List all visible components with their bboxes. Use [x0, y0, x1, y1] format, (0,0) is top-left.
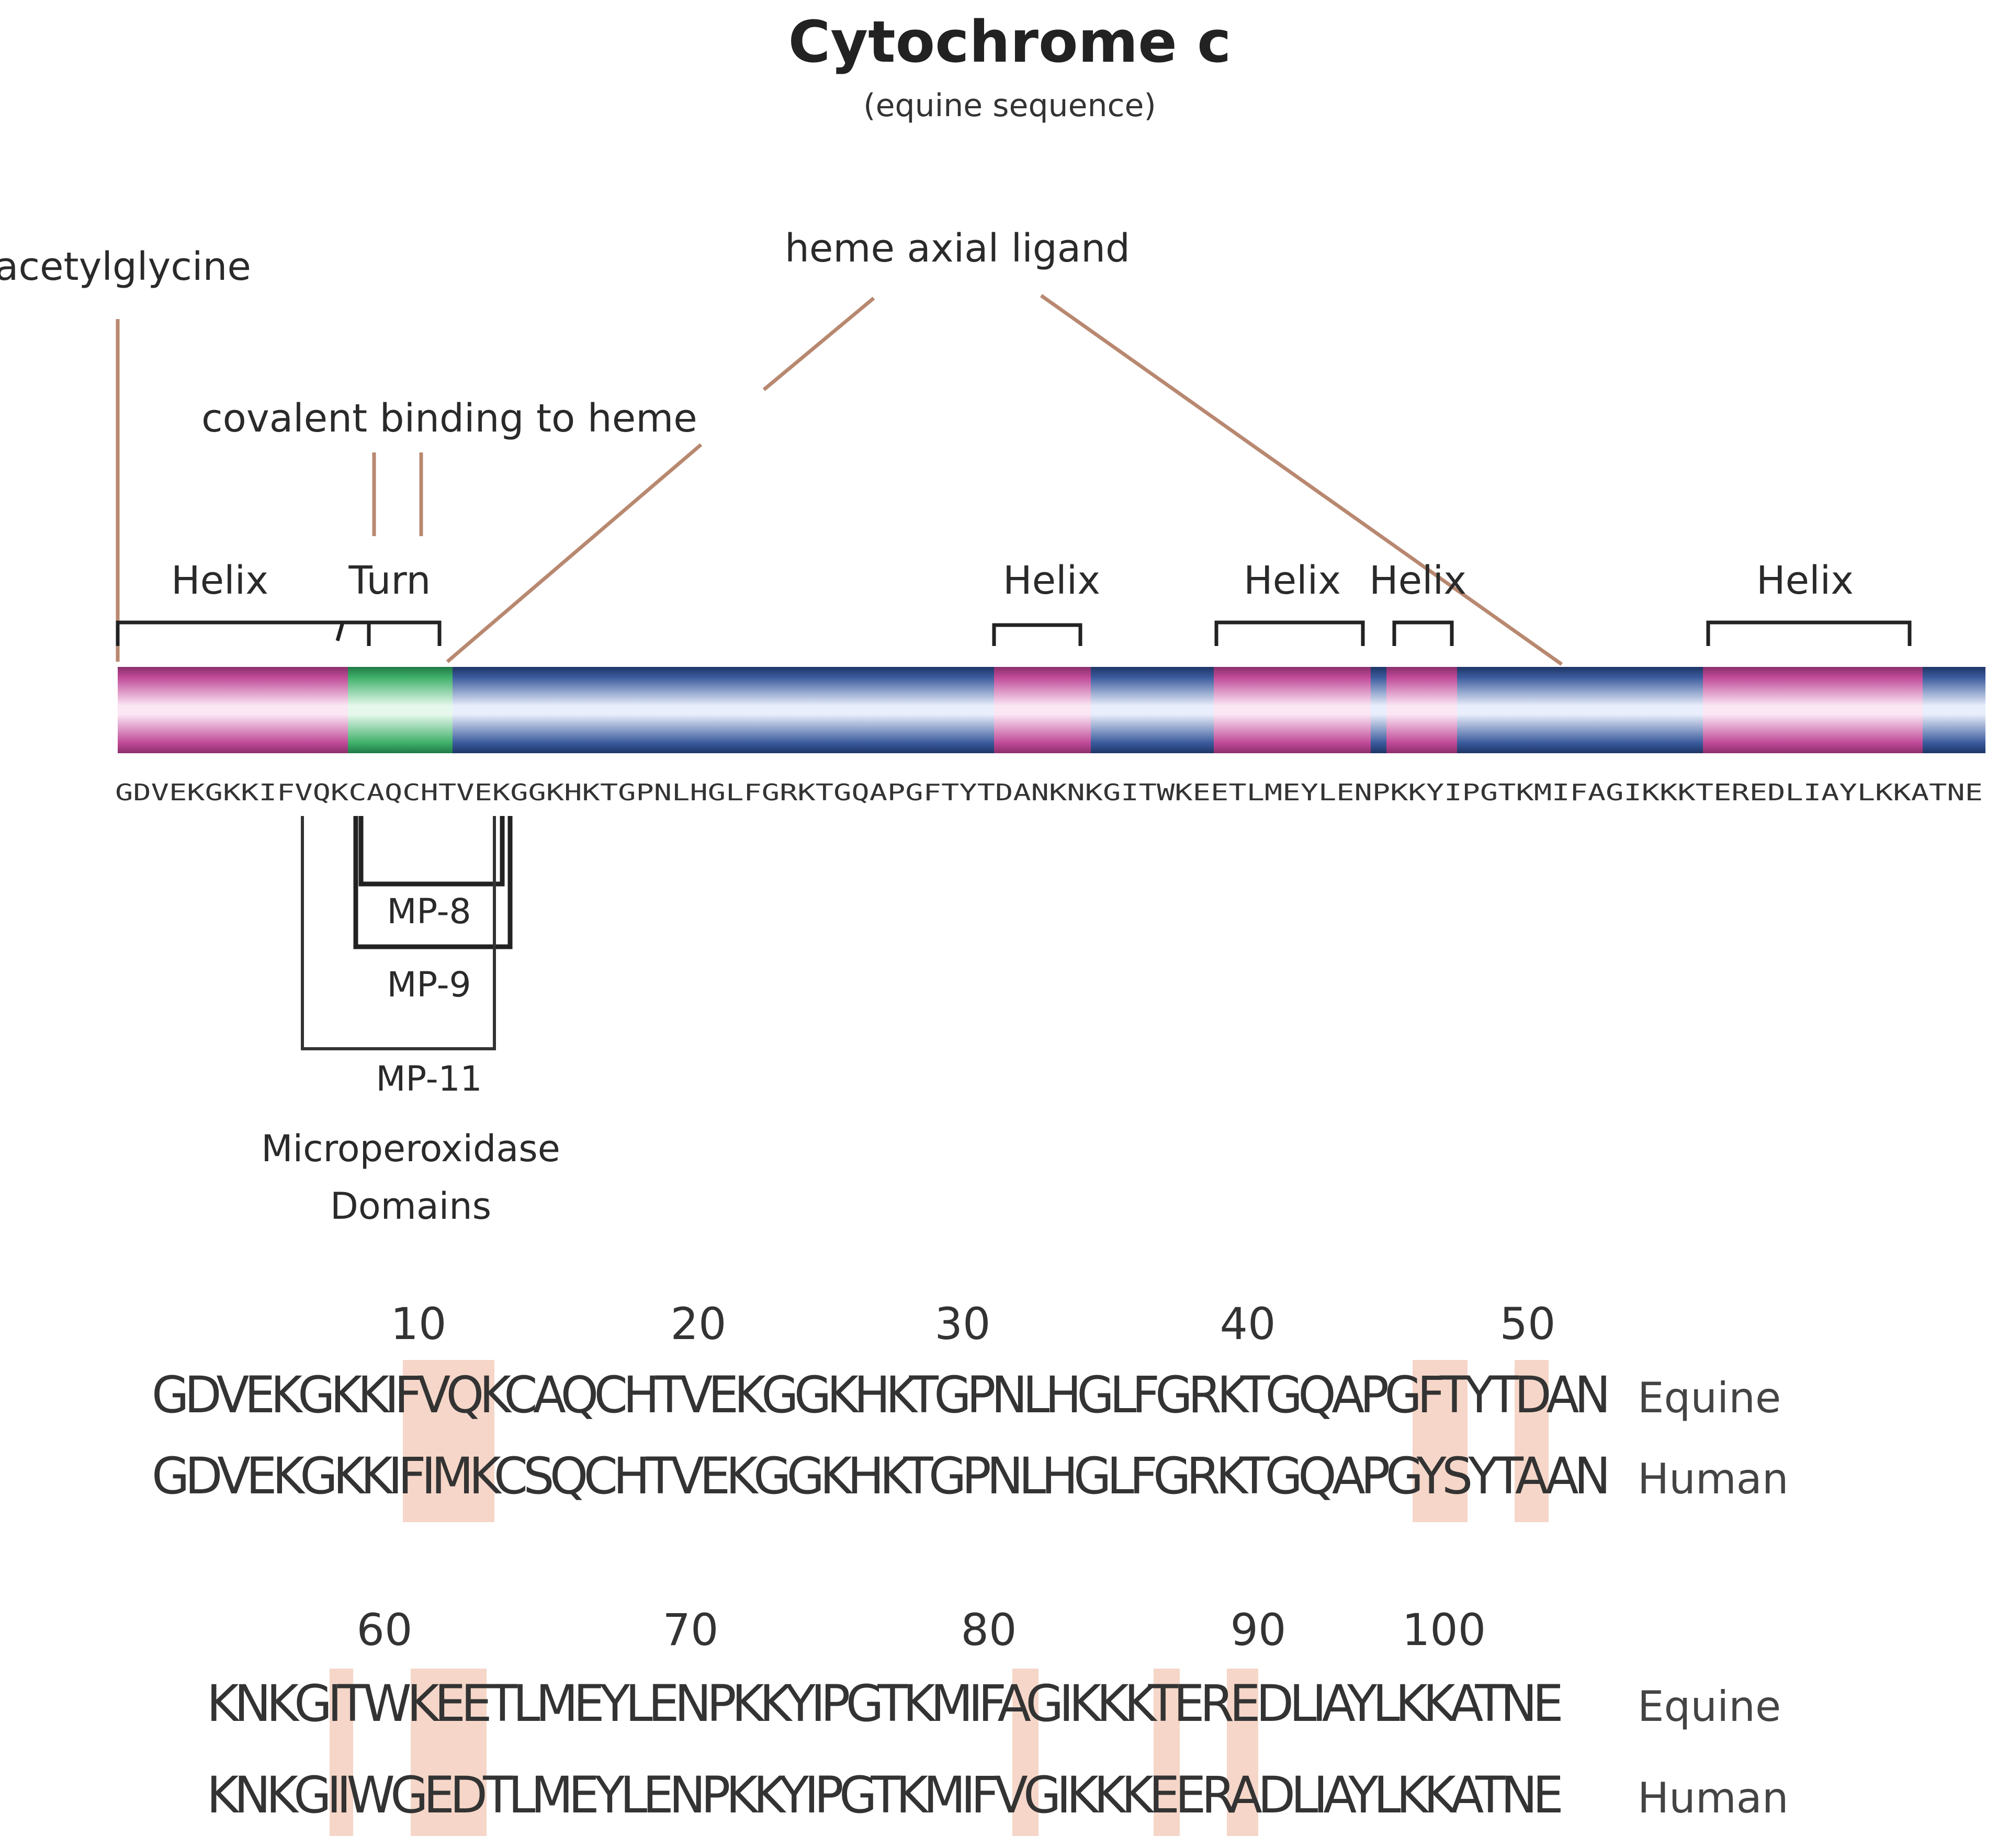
difference-highlight-3: [1515, 1360, 1549, 1522]
bracket-helix-1-tick: [335, 622, 345, 641]
bracket-helix-3: [1214, 620, 1365, 646]
species-label-human: Human: [1638, 1774, 1789, 1822]
mp-9-label: MP-9: [387, 965, 471, 1005]
human-sequence-row: KNKGIIWGEDTLMEYLENPKKYIPGTKMIFVGIKKKEERA…: [207, 1766, 1561, 1824]
alignment-block-2: 60 70 80 90 100 KNKGITWKEETLMEYLENPKKYIP…: [207, 1604, 1789, 1836]
bracket-turn: [367, 620, 442, 646]
backbone-helix-4: [1386, 667, 1457, 753]
domains-caption: Domains: [330, 1185, 491, 1228]
alignment-block-1: 10 20 30 40 50 GDVEKGKKIFVQKCAQCHTVEKGGK…: [152, 1298, 1789, 1522]
heme-ligand-line-left-lower: [446, 443, 703, 663]
species-label-equine: Equine: [1638, 1682, 1781, 1731]
backbone-helix-5: [1703, 667, 1923, 753]
position-number: 70: [663, 1604, 719, 1656]
difference-highlight-4: [330, 1669, 353, 1836]
position-number: 30: [935, 1298, 991, 1350]
microperoxidase-caption: Microperoxidase: [261, 1127, 560, 1170]
position-number: 80: [961, 1604, 1017, 1656]
position-number: 90: [1231, 1604, 1286, 1656]
equine-sequence-row: KNKGITWKEETLMEYLENPKKYIPGTKMIFAGIKKKTERE…: [207, 1674, 1561, 1733]
difference-highlight-7: [1154, 1669, 1180, 1836]
mp-8-box: [358, 816, 505, 887]
structure-label-turn: Turn: [348, 558, 431, 603]
structure-label-helix-2: Helix: [1003, 558, 1100, 603]
page-title: Cytochrome c: [788, 8, 1232, 75]
bracket-helix-4: [1392, 620, 1454, 646]
heme-ligand-line-left-upper: [762, 297, 875, 391]
mp-8-label: MP-8: [387, 891, 471, 932]
structure-label-helix-5: Helix: [1756, 558, 1854, 603]
mp-11-box: [301, 816, 496, 1050]
backbone-sequence: GDVEKGKKIFVQKCAQCHTVEKGGKHKTGPNLHGLFGRKT…: [115, 779, 1983, 806]
position-number: 100: [1402, 1604, 1486, 1656]
backbone-helix-2: [994, 667, 1091, 753]
bracket-helix-5: [1706, 620, 1912, 646]
bracket-helix-2: [992, 623, 1082, 646]
difference-highlight-5: [411, 1669, 487, 1836]
position-number: 40: [1220, 1298, 1276, 1350]
label-heme-axial-ligand: heme axial ligand: [785, 226, 1130, 271]
mp-9-box: [353, 816, 513, 949]
backbone-turn: [348, 667, 453, 753]
page-subtitle: (equine sequence): [863, 87, 1156, 124]
species-label-equine: Equine: [1638, 1374, 1781, 1422]
equine-sequence-row: GDVEKGKKIFVQKCAQCHTVEKGGKHKTGPNLHGLFGRKT…: [152, 1366, 1606, 1424]
difference-highlight-6: [1012, 1669, 1039, 1836]
difference-highlight-1: [403, 1360, 494, 1522]
bracket-helix-1: [116, 620, 371, 646]
position-number: 10: [391, 1298, 447, 1350]
species-label-human: Human: [1638, 1455, 1789, 1503]
difference-highlight-8: [1227, 1669, 1258, 1836]
label-covalent-binding: covalent binding to heme: [201, 396, 697, 441]
difference-highlight-2: [1413, 1360, 1468, 1522]
backbone-helix-1: [118, 667, 348, 753]
structure-label-helix-3: Helix: [1244, 558, 1341, 603]
human-sequence-row: GDVEKGKKIFIMKCSQCHTVEKGGKHKTGPNLHGLFGRKT…: [152, 1447, 1606, 1505]
position-number: 60: [357, 1604, 413, 1656]
structure-label-helix-1: Helix: [171, 558, 268, 603]
heme-ligand-line-right: [1040, 294, 1563, 666]
position-number: 50: [1500, 1298, 1556, 1350]
structure-label-helix-4: Helix: [1369, 558, 1466, 603]
backbone-helix-3: [1214, 667, 1371, 753]
label-acetylglycine: acetylglycine: [0, 244, 251, 289]
mp-11-label: MP-11: [376, 1059, 482, 1099]
position-number: 20: [671, 1298, 727, 1350]
backbone-bar: [118, 667, 1985, 753]
